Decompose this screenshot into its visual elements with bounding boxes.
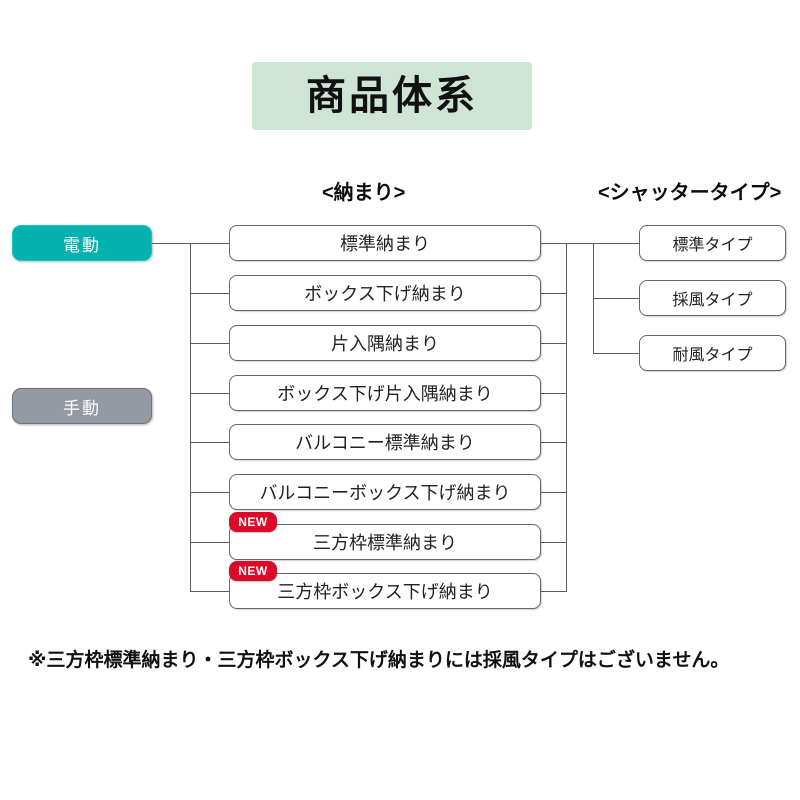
connector-electric-to-trunk: [152, 243, 191, 244]
osamari-node-8[interactable]: 三方枠ボックス下げ納まり: [229, 573, 541, 609]
connector-stub-left-5: [190, 442, 229, 443]
osamari-node-7[interactable]: 三方枠標準納まり: [229, 524, 541, 560]
connector-stub-left-2: [190, 293, 229, 294]
shutter-type-node-3[interactable]: 耐風タイプ: [639, 335, 786, 371]
connector-stub-shutter-3: [593, 353, 639, 354]
new-badge-osamari-7: NEW: [229, 512, 277, 532]
shutter-type-node-2[interactable]: 採風タイプ: [639, 280, 786, 316]
osamari-node-7-label: 三方枠標準納まり: [313, 533, 457, 553]
connector-stub-left-7: [190, 542, 229, 543]
new-badge-osamari-8: NEW: [229, 561, 277, 581]
connector-stub-right-2: [541, 293, 567, 294]
page-title-banner: 商品体系: [252, 62, 532, 130]
osamari-node-1[interactable]: 標準納まり: [229, 225, 541, 261]
drive-type-manual[interactable]: 手動: [12, 388, 152, 424]
connector-stub-right-3: [541, 343, 567, 344]
connector-stub-shutter-1: [593, 243, 639, 244]
osamari-node-8-label: 三方枠ボックス下げ納まり: [277, 582, 493, 602]
drive-type-electric[interactable]: 電動: [12, 225, 152, 261]
connector-trunk-middle-right: [566, 243, 567, 592]
shutter-type-node-2-label: 採風タイプ: [672, 292, 753, 309]
connector-stub-right-7: [541, 542, 567, 543]
connector-stub-right-1: [541, 243, 567, 244]
osamari-node-4-label: ボックス下げ片入隅納まり: [277, 384, 493, 404]
connector-stub-right-6: [541, 492, 567, 493]
connector-bridge-to-shutter: [566, 243, 594, 244]
connector-stub-left-4: [190, 393, 229, 394]
shutter-type-node-3-label: 耐風タイプ: [672, 347, 753, 364]
connector-stub-left-6: [190, 492, 229, 493]
column-header-shutter-type: <シャッタータイプ>: [598, 182, 782, 204]
osamari-node-6[interactable]: バルコニーボックス下げ納まり: [229, 474, 541, 510]
connector-stub-right-8: [541, 591, 567, 592]
column-header-osamari: <納まり>: [322, 182, 406, 204]
connector-stub-left-8: [190, 591, 229, 592]
osamari-node-2-label: ボックス下げ納まり: [304, 284, 466, 304]
osamari-node-3[interactable]: 片入隅納まり: [229, 325, 541, 361]
osamari-node-4[interactable]: ボックス下げ片入隅納まり: [229, 375, 541, 411]
osamari-node-3-label: 片入隅納まり: [331, 334, 439, 354]
connector-trunk-left: [190, 243, 191, 592]
connector-stub-right-5: [541, 442, 567, 443]
osamari-node-1-label: 標準納まり: [340, 234, 430, 254]
page-title: 商品体系: [306, 74, 478, 118]
shutter-type-node-1-label: 標準タイプ: [672, 237, 753, 254]
drive-type-manual-label: 手動: [63, 398, 101, 418]
osamari-node-5[interactable]: バルコニー標準納まり: [229, 424, 541, 460]
osamari-node-5-label: バルコニー標準納まり: [295, 433, 475, 453]
osamari-node-6-label: バルコニーボックス下げ納まり: [259, 483, 511, 503]
connector-stub-left-3: [190, 343, 229, 344]
drive-type-electric-label: 電動: [63, 235, 101, 255]
connector-stub-right-4: [541, 393, 567, 394]
footnote-text: ※三方枠標準納まり・三方枠ボックス下げ納まりには採風タイプはございません。: [28, 650, 730, 671]
connector-stub-left-1: [190, 243, 229, 244]
connector-stub-shutter-2: [593, 298, 639, 299]
shutter-type-node-1[interactable]: 標準タイプ: [639, 225, 786, 261]
osamari-node-2[interactable]: ボックス下げ納まり: [229, 275, 541, 311]
